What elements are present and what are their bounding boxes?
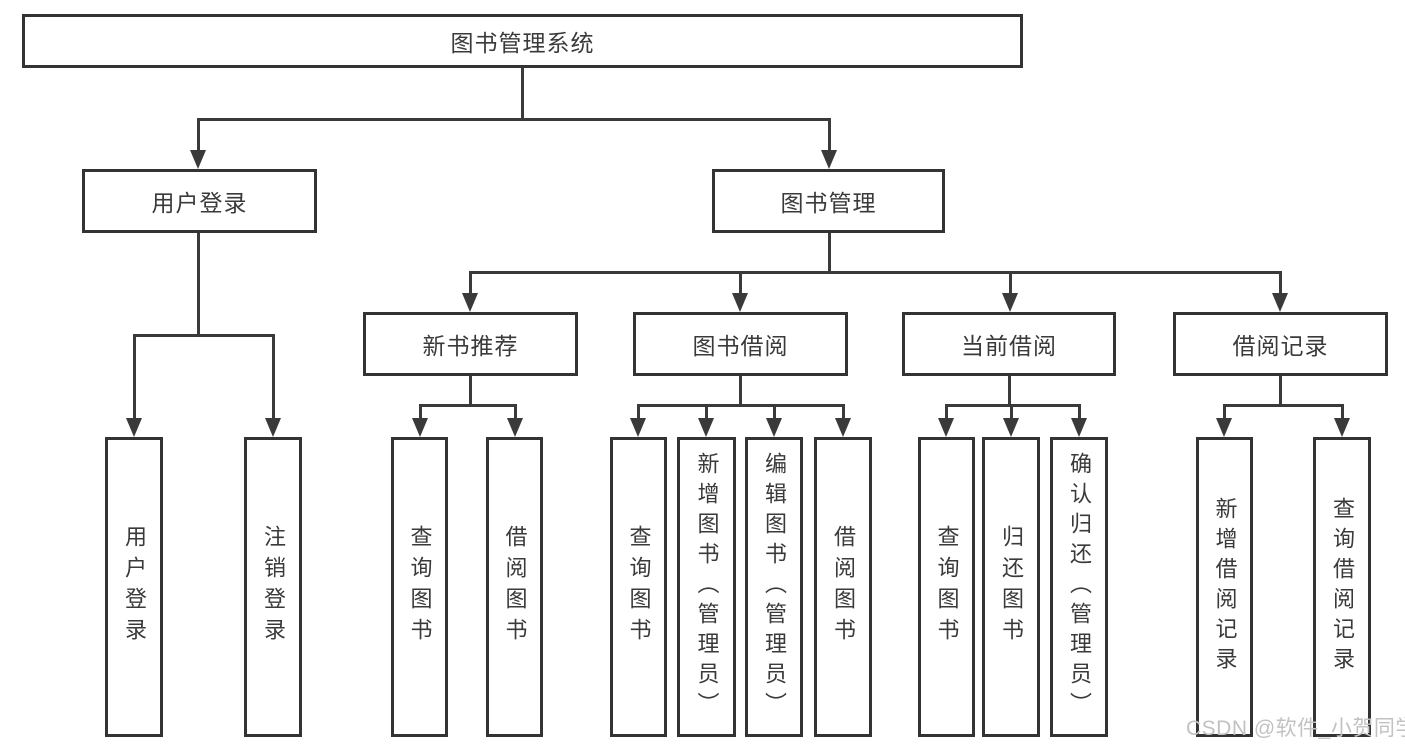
connector-to-current-borrowing: [1009, 271, 1012, 295]
connector-to-leaf: [637, 404, 640, 420]
connector-new-book-recommend-rail: [419, 404, 517, 407]
arrow-down-icon: [190, 150, 206, 169]
connector-to-leaf: [514, 404, 517, 420]
leaf-add-books-admin-label: 新增图书（管理员）: [694, 452, 720, 722]
arrow-down-icon: [1334, 418, 1350, 437]
connector-borrowing-records-rail: [1223, 404, 1344, 407]
arrow-down-icon: [821, 150, 837, 169]
leaf-recommend-borrow-books: 借阅图书: [486, 437, 543, 737]
node-borrowing-records: 借阅记录: [1173, 312, 1388, 376]
arrow-down-icon: [1071, 418, 1087, 437]
connector-to-leaf: [419, 404, 422, 420]
connector-to-leaf: [1341, 404, 1344, 420]
leaf-add-books-admin: 新增图书（管理员）: [677, 437, 736, 737]
leaf-add-borrow-record-label: 新增借阅记录: [1212, 497, 1238, 677]
leaf-query-borrow-record: 查询借阅记录: [1313, 437, 1371, 737]
leaf-logout-label: 注销登录: [261, 525, 286, 649]
node-user-login-label: 用户登录: [151, 190, 248, 216]
leaf-confirm-return-admin: 确认归还（管理员）: [1050, 437, 1108, 737]
leaf-recommend-query-books-label: 查询图书: [407, 525, 433, 649]
connector-level2-rail: [197, 118, 831, 121]
node-borrowing-records-label: 借阅记录: [1232, 333, 1329, 359]
arrow-down-icon: [1002, 293, 1018, 312]
arrow-down-icon: [630, 418, 646, 437]
leaf-query-borrow-record-label: 查询借阅记录: [1330, 497, 1355, 677]
node-book-borrowing-label: 图书借阅: [692, 333, 789, 359]
node-library-management-system-label: 图书管理系统: [450, 30, 595, 56]
arrow-down-icon: [835, 418, 851, 437]
connector-to-book-borrowing: [739, 271, 742, 295]
arrow-down-icon: [766, 418, 782, 437]
node-library-management-system: 图书管理系统: [22, 14, 1023, 68]
arrow-down-icon: [412, 418, 428, 437]
node-book-management-label: 图书管理: [780, 190, 877, 216]
leaf-confirm-return-admin-label: 确认归还（管理员）: [1067, 452, 1092, 722]
leaf-edit-books-admin: 编辑图书（管理员）: [745, 437, 803, 737]
leaf-recommend-query-books: 查询图书: [391, 437, 448, 737]
connector-book-management-stem: [828, 233, 831, 273]
arrow-down-icon: [938, 418, 954, 437]
connector-root-stem: [521, 68, 524, 119]
leaf-logout: 注销登录: [244, 437, 302, 737]
arrow-down-icon: [126, 418, 142, 437]
node-current-borrowing-label: 当前借阅: [961, 333, 1057, 359]
connector-to-leaf: [1078, 404, 1081, 420]
arrow-down-icon: [265, 418, 281, 437]
connector-to-book-management: [828, 118, 831, 151]
node-user-login: 用户登录: [82, 169, 317, 233]
connector-book-borrowing-stem: [739, 376, 742, 406]
connector-to-new-book-recommend: [469, 271, 472, 295]
connector-borrowing-records-stem: [1279, 376, 1282, 406]
connector-user-login-stem: [197, 233, 200, 336]
arrow-down-icon: [698, 418, 714, 437]
leaf-borrowing-borrow-books-label: 借阅图书: [831, 525, 856, 649]
node-new-book-recommend: 新书推荐: [363, 312, 578, 376]
connector-to-leaf: [1010, 404, 1013, 420]
connector-level3-rail: [469, 271, 1282, 274]
connector-current-borrowing-stem: [1008, 376, 1011, 406]
arrow-down-icon: [1272, 293, 1288, 312]
connector-book-borrowing-rail: [637, 404, 845, 407]
arrow-down-icon: [732, 293, 748, 312]
node-current-borrowing: 当前借阅: [902, 312, 1116, 376]
connector-to-leaf: [705, 404, 708, 420]
leaf-borrowing-query-books-label: 查询图书: [626, 525, 652, 649]
connector-to-leaf-logout: [272, 334, 275, 419]
leaf-user-login: 用户登录: [105, 437, 163, 737]
connector-to-leaf: [945, 404, 948, 420]
leaf-user-login-label: 用户登录: [122, 525, 147, 649]
connector-new-book-recommend-stem: [469, 376, 472, 406]
csdn-watermark: CSDN @软件_小贺同学: [1186, 717, 1405, 740]
leaf-current-query-books: 查询图书: [918, 437, 975, 737]
connector-current-borrowing-rail: [945, 404, 1081, 407]
connector-to-leaf-user-login: [133, 334, 136, 419]
leaf-return-books: 归还图书: [982, 437, 1040, 737]
connector-to-leaf: [773, 404, 776, 420]
leaf-borrowing-borrow-books: 借阅图书: [814, 437, 872, 737]
connector-to-borrowing-records: [1279, 271, 1282, 295]
node-new-book-recommend-label: 新书推荐: [422, 333, 519, 359]
node-book-management: 图书管理: [712, 169, 945, 233]
connector-to-leaf: [1223, 404, 1226, 420]
connector-user-login-rail: [133, 334, 275, 337]
leaf-recommend-borrow-books-label: 借阅图书: [502, 525, 528, 649]
arrow-down-icon: [462, 293, 478, 312]
connector-to-leaf: [842, 404, 845, 420]
leaf-add-borrow-record: 新增借阅记录: [1196, 437, 1253, 737]
connector-to-user-login: [197, 118, 200, 151]
arrow-down-icon: [507, 418, 523, 437]
leaf-borrowing-query-books: 查询图书: [610, 437, 667, 737]
leaf-return-books-label: 归还图书: [999, 525, 1024, 649]
leaf-edit-books-admin-label: 编辑图书（管理员）: [762, 452, 787, 722]
arrow-down-icon: [1216, 418, 1232, 437]
node-book-borrowing: 图书借阅: [633, 312, 848, 376]
arrow-down-icon: [1003, 418, 1019, 437]
leaf-current-query-books-label: 查询图书: [934, 525, 960, 649]
